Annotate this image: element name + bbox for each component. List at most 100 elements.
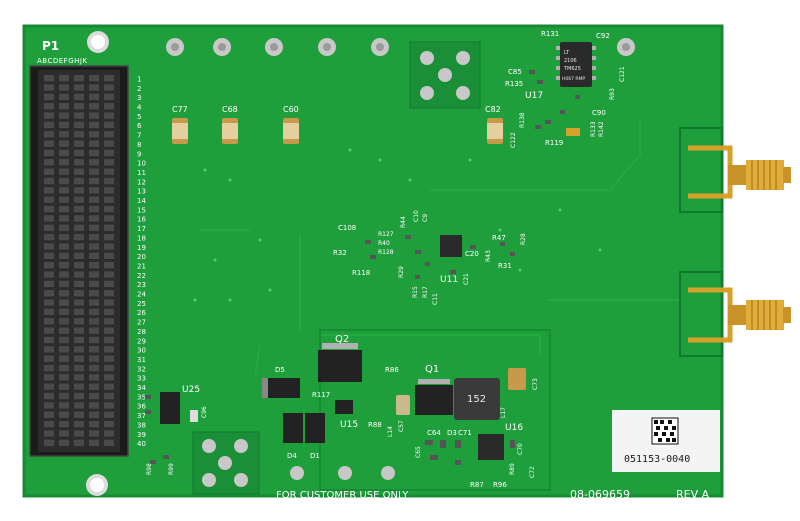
connector-pin — [59, 271, 69, 278]
ref-r28: R28 — [520, 233, 527, 245]
ref-r131: R131 — [541, 30, 559, 38]
connector-pin — [89, 243, 99, 250]
ref-r133: R133 — [590, 121, 597, 137]
ref-c73: C73 — [532, 378, 539, 390]
connector-pin — [104, 243, 114, 250]
ref-r47: R47 — [492, 234, 506, 242]
connector-pin — [44, 131, 54, 138]
connector-pin — [104, 262, 114, 269]
capacitor-row — [172, 118, 503, 144]
connector-row-number: 6 — [137, 122, 142, 130]
connector-columns: ABCDEFGHJK — [37, 57, 88, 65]
ref-r135: R135 — [505, 80, 523, 88]
connector-pin — [44, 439, 54, 446]
connector-pin — [44, 243, 54, 250]
barcode-label: 051153-0040 — [612, 410, 720, 472]
connector-pin — [89, 252, 99, 259]
connector-pin — [59, 84, 69, 91]
connector-pin — [59, 262, 69, 269]
connector-pin — [59, 140, 69, 147]
connector-pin — [74, 233, 84, 241]
connector-pin — [104, 187, 114, 194]
connector-pin — [89, 280, 99, 288]
connector-pin — [59, 121, 69, 129]
connector-row-number: 15 — [137, 206, 146, 214]
connector-pin — [59, 252, 69, 259]
ref-q2: Q2 — [335, 334, 349, 345]
connector-row-number: 13 — [137, 188, 146, 196]
smd-small-u25 — [145, 395, 198, 464]
connector-pin — [74, 149, 84, 157]
ref-d1: D1 — [310, 452, 320, 460]
connector-pin — [89, 346, 99, 353]
ref-c92: C92 — [596, 32, 610, 40]
connector-row-numbers: 1234567891011121314151617181920212223242… — [137, 75, 146, 448]
connector-pin — [59, 411, 69, 418]
connector-p1 — [29, 65, 129, 457]
ref-d4: D4 — [287, 452, 297, 460]
connector-pin — [74, 84, 84, 91]
mounting-hole — [86, 474, 108, 496]
ref-r127: R127 — [378, 231, 394, 238]
connector-row-number: 23 — [137, 281, 146, 289]
ref-r118: R118 — [352, 269, 370, 277]
ref-r119: R119 — [545, 139, 563, 147]
connector-pin — [74, 420, 84, 428]
ref-c11: C11 — [432, 293, 439, 305]
connector-pin — [44, 112, 54, 119]
svg-text:152: 152 — [467, 394, 486, 405]
connector-pin — [44, 262, 54, 269]
connector-pin — [104, 75, 114, 82]
connector-pin — [104, 336, 114, 344]
connector-pin — [44, 187, 54, 194]
connector-pin — [104, 233, 114, 241]
connector-pin — [44, 346, 54, 353]
connector-row-number: 2 — [137, 85, 141, 93]
connector-pin — [74, 336, 84, 344]
connector-pin — [104, 205, 114, 213]
connector-pin — [104, 93, 114, 101]
ref-r99: R99 — [168, 463, 175, 475]
connector-pin — [89, 93, 99, 101]
connector-pin — [74, 196, 84, 203]
connector-row-number: 5 — [137, 113, 141, 121]
connector-pin — [44, 224, 54, 231]
connector-pin — [59, 280, 69, 288]
connector-pin — [104, 224, 114, 231]
connector-pin — [59, 243, 69, 250]
datamatrix-code — [651, 417, 679, 445]
connector-pin — [104, 84, 114, 91]
ref-r117: R117 — [312, 391, 330, 399]
connector-pin — [89, 168, 99, 175]
connector-pin — [44, 383, 54, 390]
svg-text:H067 RMP: H067 RMP — [562, 76, 585, 82]
connector-pin — [89, 299, 99, 306]
connector-pin — [104, 168, 114, 175]
svg-text:2106: 2106 — [564, 58, 577, 64]
connector-pin — [74, 224, 84, 231]
connector-pin — [59, 103, 69, 110]
connector-pin — [59, 392, 69, 400]
ref-c71: C71 — [458, 429, 472, 437]
connector-pin — [74, 383, 84, 390]
connector-pin — [74, 318, 84, 325]
connector-pin — [89, 75, 99, 82]
connector-pin — [104, 177, 114, 185]
ref-q1: Q1 — [425, 364, 439, 375]
ref-r29: R29 — [398, 266, 405, 278]
connector-pin — [59, 187, 69, 194]
connector-pin — [44, 336, 54, 344]
ref-r89: R89 — [509, 463, 516, 475]
connector-pin — [44, 280, 54, 288]
connector-row-number: 12 — [137, 178, 146, 186]
smd-small-u16 — [425, 440, 515, 465]
connector-pin — [89, 112, 99, 119]
connector-pin — [89, 271, 99, 278]
connector-pin — [74, 187, 84, 194]
connector-pin — [74, 112, 84, 119]
connector-pin — [104, 131, 114, 138]
connector-pin — [89, 187, 99, 194]
connector-pin — [104, 308, 114, 316]
connector-pin — [59, 131, 69, 138]
connector-pin — [74, 308, 84, 316]
